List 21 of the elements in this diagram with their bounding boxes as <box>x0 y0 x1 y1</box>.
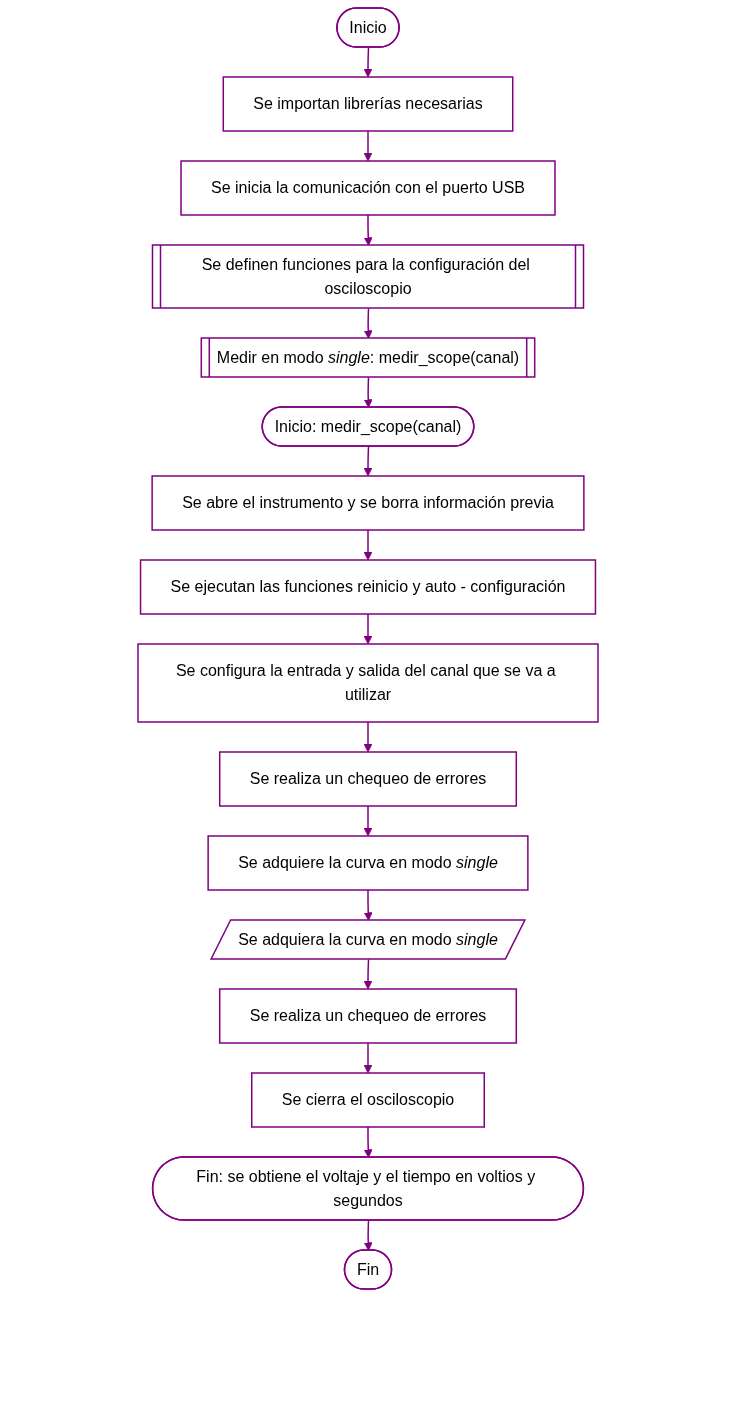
arrow <box>363 889 373 921</box>
arrow <box>363 613 373 645</box>
node-box: Se realiza un chequeo de errores <box>218 751 518 807</box>
arrow <box>363 1219 373 1251</box>
node-box: Se inicia la comunicación con el puerto USB <box>180 160 556 216</box>
arrow <box>363 214 373 246</box>
node-box: Se abre el instrumento y se borra información previa <box>151 475 585 531</box>
node-box: Se cierra el osciloscopio <box>251 1072 485 1128</box>
arrow <box>363 445 373 477</box>
arrow <box>363 529 373 561</box>
arrow <box>363 1042 373 1074</box>
node-box: Se importan librerías necesarias <box>222 76 514 132</box>
node-box: Se realiza un chequeo de errores <box>218 988 518 1044</box>
node-box: Se configura la entrada y salida del canal que se va a utilizar <box>137 643 599 723</box>
arrow <box>363 805 373 837</box>
node-box: Se ejecutan las funciones reinicio y auto - configuración <box>139 559 597 615</box>
arrow <box>363 46 373 78</box>
arrow <box>363 130 373 162</box>
arrow <box>363 1126 373 1158</box>
node-box: Se adquiere la curva en modo single <box>207 835 529 891</box>
arrow <box>363 721 373 753</box>
